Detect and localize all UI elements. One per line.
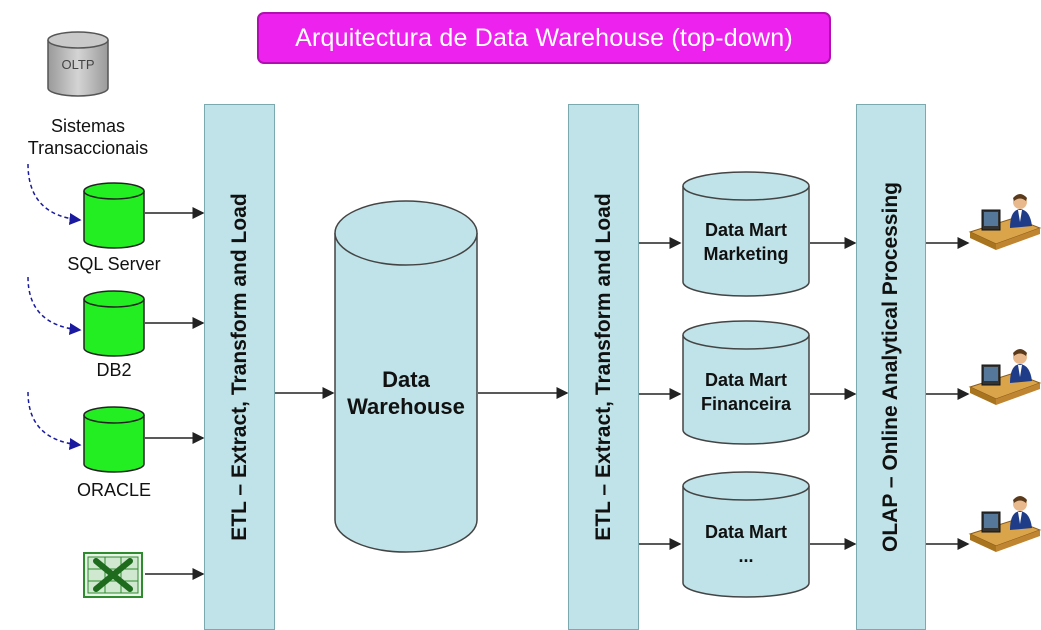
source-label-oracle: ORACLE — [76, 480, 152, 500]
olap-band-label: OLAP – Online Analytical Processing — [879, 182, 902, 552]
sistemas-label-line2: Transaccionais — [27, 138, 149, 158]
datamart-to-olap-arrows — [810, 237, 857, 550]
datamart-marketing-cylinder — [682, 171, 810, 297]
datamart-marketing-label: Data Mart Marketing — [683, 218, 809, 266]
dashed-source-arrows — [27, 163, 82, 450]
etl-band-2: ETL – Extract, Transform and Load — [568, 104, 639, 630]
excel-file-icon — [83, 552, 143, 598]
sqlserver-db-icon — [83, 182, 145, 249]
datamart-other-line2: ... — [738, 546, 754, 566]
datamart-financeira-label: Data Mart Financeira — [683, 368, 809, 416]
db2-db-icon — [83, 290, 145, 357]
source-label-sqlserver: SQL Server — [67, 254, 161, 274]
warehouse-label-line2: Warehouse — [347, 394, 465, 419]
analyst-user-icon — [968, 349, 1041, 405]
data-warehouse-cylinder — [334, 200, 478, 553]
datamart-other-cylinder — [682, 471, 810, 598]
source-label-db2: DB2 — [96, 360, 132, 380]
sistemas-label-line1: Sistemas — [50, 116, 126, 136]
oracle-db-icon — [83, 406, 145, 473]
datamart-financeira-line1: Data Mart — [704, 370, 788, 390]
datamart-marketing-line2: Marketing — [703, 244, 789, 264]
warehouse-label-line1: Data — [382, 367, 430, 392]
olap-band: OLAP – Online Analytical Processing — [856, 104, 926, 630]
datamart-other-label: Data Mart ... — [683, 520, 809, 568]
source-to-etl-arrows — [145, 207, 205, 580]
datamart-financeira-line2: Financeira — [700, 394, 792, 414]
datamart-other-line1: Data Mart — [704, 522, 788, 542]
analyst-user-icon — [968, 496, 1041, 552]
datamart-financeira-cylinder — [682, 320, 810, 445]
diagram-title-text: Arquitectura de Data Warehouse (top-down… — [295, 23, 793, 52]
etl-band-1: ETL – Extract, Transform and Load — [204, 104, 275, 630]
etl-band-2-label: ETL – Extract, Transform and Load — [591, 193, 615, 541]
oltp-cylinder-icon — [47, 31, 109, 97]
datamart-marketing-line1: Data Mart — [704, 220, 788, 240]
olap-to-user-arrows — [926, 237, 970, 550]
etl-band-1-label: ETL – Extract, Transform and Load — [227, 193, 251, 541]
etl-to-datamart-arrows — [639, 237, 682, 550]
warehouse-label: Data Warehouse — [335, 366, 477, 420]
oltp-label: OLTP — [61, 57, 95, 72]
analyst-user-icon — [968, 194, 1041, 250]
diagram-title: Arquitectura de Data Warehouse (top-down… — [257, 12, 831, 64]
